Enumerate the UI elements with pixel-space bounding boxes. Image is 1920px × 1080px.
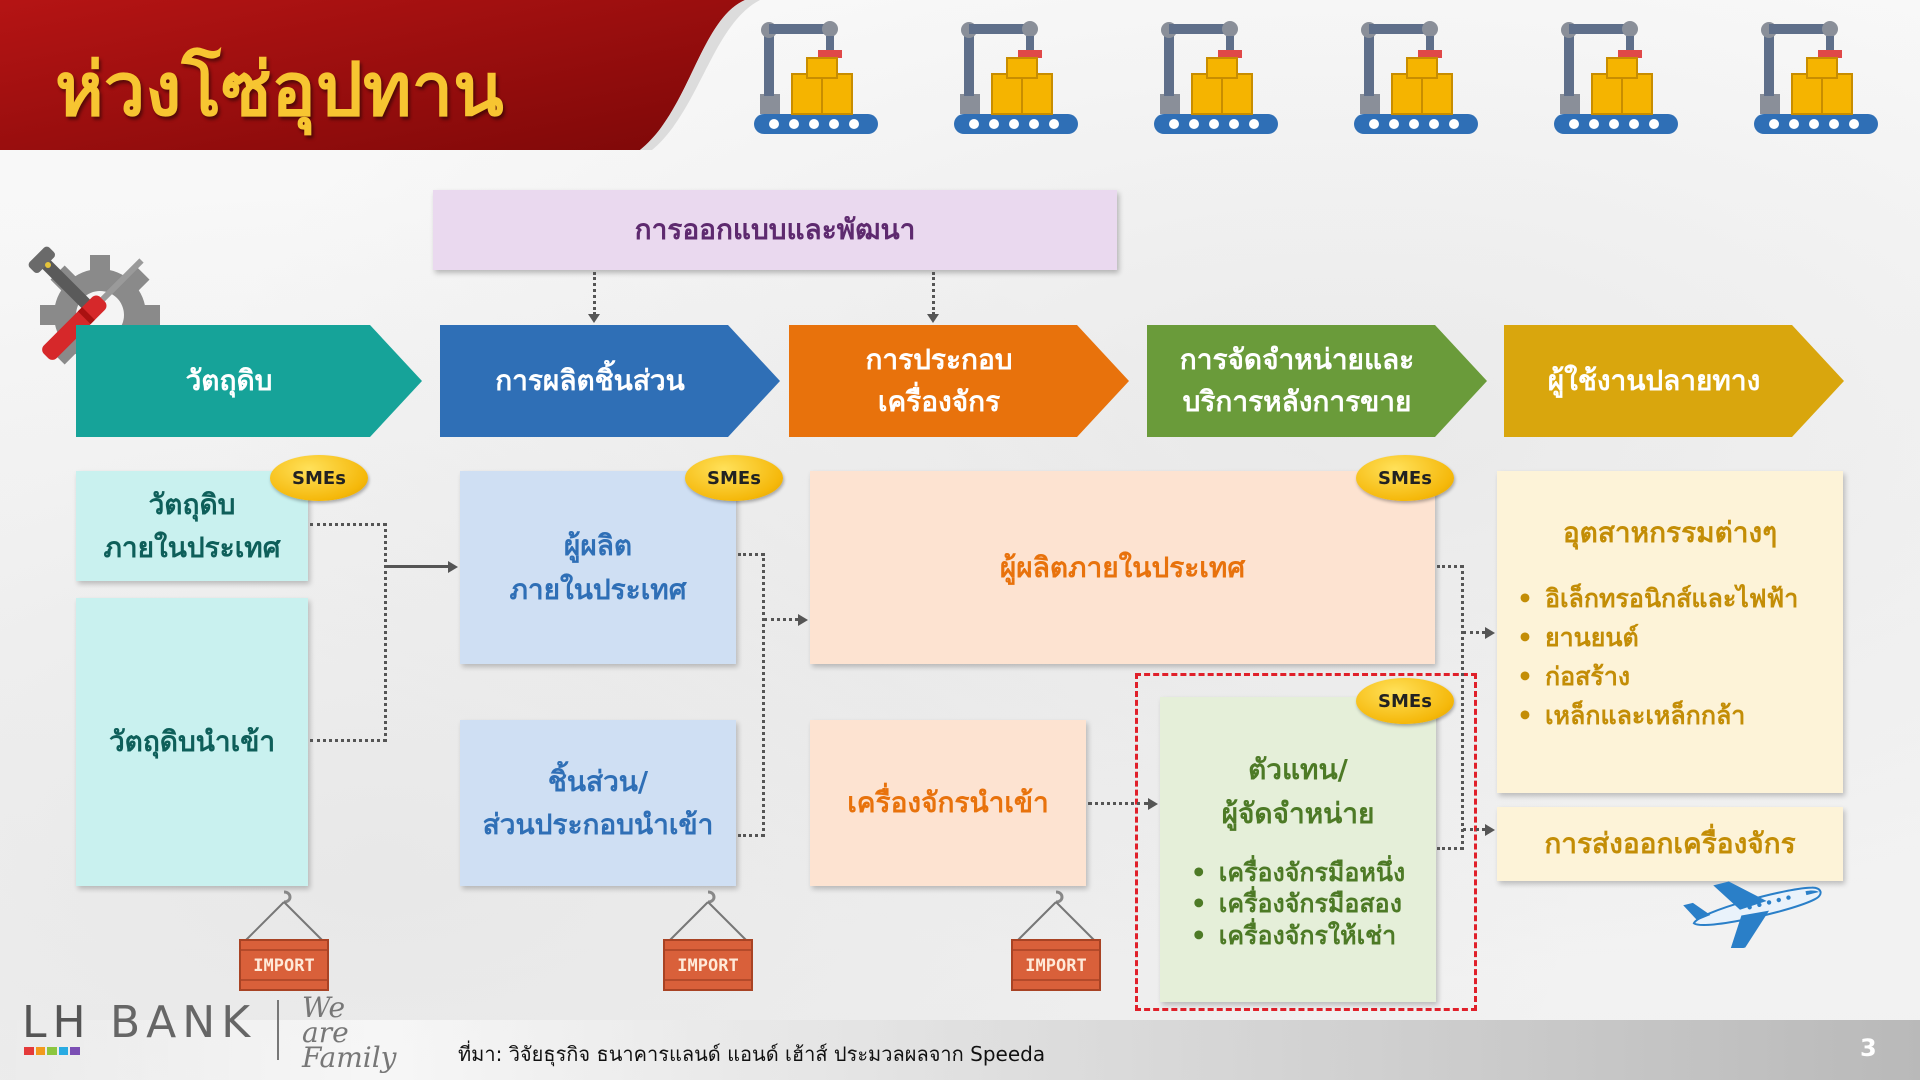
- industries-title: อุตสาหกรรมต่างๆ: [1562, 516, 1778, 549]
- machinery-export-box: การส่งออกเครื่องจักร: [1497, 807, 1843, 881]
- logo-we-are-family: We are Family: [302, 991, 397, 1075]
- arrowhead: [1148, 798, 1158, 810]
- import-crate-icon: IMPORT: [658, 888, 758, 998]
- connector-solid: [386, 565, 448, 568]
- box-label: วัตถุดิบ ภายในประเทศ: [103, 487, 281, 564]
- box-label: เครื่องจักรนำเข้า: [847, 786, 1049, 820]
- list-item: เครื่องจักรมือหนึ่ง: [1191, 857, 1405, 889]
- sme-badge: SMEs: [1356, 455, 1454, 501]
- connector: [1461, 565, 1464, 850]
- robot-arm-conveyor-icon: [752, 14, 882, 142]
- list-item: เครื่องจักรให้เช่า: [1191, 920, 1405, 952]
- stage-machine-assembly: การประกอบ เครื่องจักร: [789, 325, 1129, 437]
- robot-arm-conveyor-icon: [1352, 14, 1482, 142]
- import-crate-icon: IMPORT: [1006, 888, 1106, 998]
- sme-badge: SMEs: [270, 455, 368, 501]
- title-banner-shape: [0, 0, 760, 150]
- imported-raw-materials-box: วัตถุดิบนำเข้า: [76, 598, 308, 886]
- connector: [310, 739, 386, 742]
- import-crate-icon: IMPORT: [234, 888, 334, 998]
- domestic-parts-manufacturer-box: ผู้ผลิต ภายในประเทศ: [460, 471, 736, 664]
- dealer-title: ตัวแทน/ ผู้จัดจำหน่าย: [1221, 753, 1375, 830]
- dealer-box: ตัวแทน/ ผู้จัดจำหน่าย เครื่องจักรมือหนึ่…: [1160, 697, 1436, 1002]
- import-label: IMPORT: [677, 956, 738, 976]
- box-label: วัตถุดิบนำเข้า: [108, 725, 276, 759]
- sme-badge: SMEs: [1356, 678, 1454, 724]
- sme-highlight-frame: [1135, 673, 1477, 1011]
- robot-arm-conveyor-icon: [952, 14, 1082, 142]
- arrowhead: [588, 314, 600, 323]
- import-label: IMPORT: [1025, 956, 1086, 976]
- box-label: ผู้ผลิต ภายในประเทศ: [509, 529, 687, 606]
- stage-distribution-service: การจัดจำหน่ายและ บริการหลังการขาย: [1147, 325, 1487, 437]
- design-to-parts-arrow: [593, 272, 596, 315]
- robot-arm-conveyor-icon: [1752, 14, 1882, 142]
- connector: [1088, 802, 1148, 805]
- robot-arm-conveyor-icon: [1152, 14, 1282, 142]
- logo-bank: BANK: [110, 997, 257, 1048]
- dealer-list: เครื่องจักรมือหนึ่ง เครื่องจักรมือสอง เค…: [1191, 857, 1405, 951]
- arrowhead: [1485, 627, 1495, 639]
- stage-label: การผลิตชิ้นส่วน: [495, 364, 685, 397]
- list-item: เหล็กและเหล็กกล้า: [1517, 697, 1798, 736]
- connector: [762, 553, 765, 837]
- connector: [310, 523, 386, 526]
- connector: [738, 834, 764, 837]
- box-label: การส่งออกเครื่องจักร: [1544, 827, 1796, 861]
- title-banner: ห่วงโซ่อุปทาน: [0, 0, 760, 160]
- list-item: ก่อสร้าง: [1517, 658, 1798, 697]
- box-label: ผู้ผลิตภายในประเทศ: [999, 550, 1246, 584]
- list-item: ยานยนต์: [1517, 619, 1798, 658]
- design-to-assembly-arrow: [932, 272, 935, 315]
- arrowhead: [448, 561, 458, 573]
- stage-label: การจัดจำหน่ายและ บริการหลังการขาย: [1179, 343, 1415, 418]
- connector: [1437, 565, 1463, 568]
- connector: [1437, 847, 1463, 850]
- connector: [384, 523, 387, 742]
- import-label: IMPORT: [253, 956, 314, 976]
- stage-label: วัตถุดิบ: [185, 364, 273, 397]
- source-note: ที่มา: วิจัยธุรกิจ ธนาคารแลนด์ แอนด์ เฮ้…: [458, 1042, 1046, 1066]
- design-development-box: การออกแบบและพัฒนา: [433, 190, 1117, 270]
- logo-color-strip: [24, 1047, 82, 1055]
- stage-label: ผู้ใช้งานปลายทาง: [1547, 364, 1761, 397]
- stage-end-users: ผู้ใช้งานปลายทาง: [1504, 325, 1844, 437]
- page-title: ห่วงโซ่อุปทาน: [55, 47, 504, 133]
- connector: [764, 618, 798, 621]
- connector: [1463, 631, 1485, 634]
- stage-raw-materials: วัตถุดิบ: [76, 325, 422, 437]
- connector: [738, 553, 764, 556]
- domestic-assembly-manufacturer-box: ผู้ผลิตภายในประเทศ: [810, 471, 1435, 664]
- logo-divider: [277, 1000, 279, 1060]
- imported-parts-box: ชิ้นส่วน/ ส่วนประกอบนำเข้า: [460, 720, 736, 886]
- robot-arm-conveyor-icon: [1552, 14, 1682, 142]
- stage-label: การประกอบ เครื่องจักร: [865, 343, 1013, 418]
- sme-badge: SMEs: [685, 455, 783, 501]
- list-item: เครื่องจักรมือสอง: [1191, 888, 1405, 920]
- arrowhead: [798, 614, 808, 626]
- industries-list: อิเล็กทรอนิกส์และไฟฟ้า ยานยนต์ ก่อสร้าง …: [1517, 580, 1798, 735]
- connector: [1463, 828, 1485, 831]
- page-number: 3: [1860, 1034, 1877, 1062]
- imported-machinery-box: เครื่องจักรนำเข้า: [810, 720, 1086, 886]
- arrowhead: [1485, 824, 1495, 836]
- list-item: อิเล็กทรอนิกส์และไฟฟ้า: [1517, 580, 1798, 619]
- airplane-icon: [1680, 868, 1830, 952]
- domestic-raw-materials-box: วัตถุดิบ ภายในประเทศ: [76, 471, 308, 581]
- arrowhead: [927, 314, 939, 323]
- logo-lh: LH: [22, 997, 92, 1048]
- stage-parts-production: การผลิตชิ้นส่วน: [440, 325, 780, 437]
- footer-bar: [0, 1020, 1920, 1080]
- industries-box: อุตสาหกรรมต่างๆ อิเล็กทรอนิกส์และไฟฟ้า ย…: [1497, 471, 1843, 793]
- box-label: ชิ้นส่วน/ ส่วนประกอบนำเข้า: [482, 764, 714, 841]
